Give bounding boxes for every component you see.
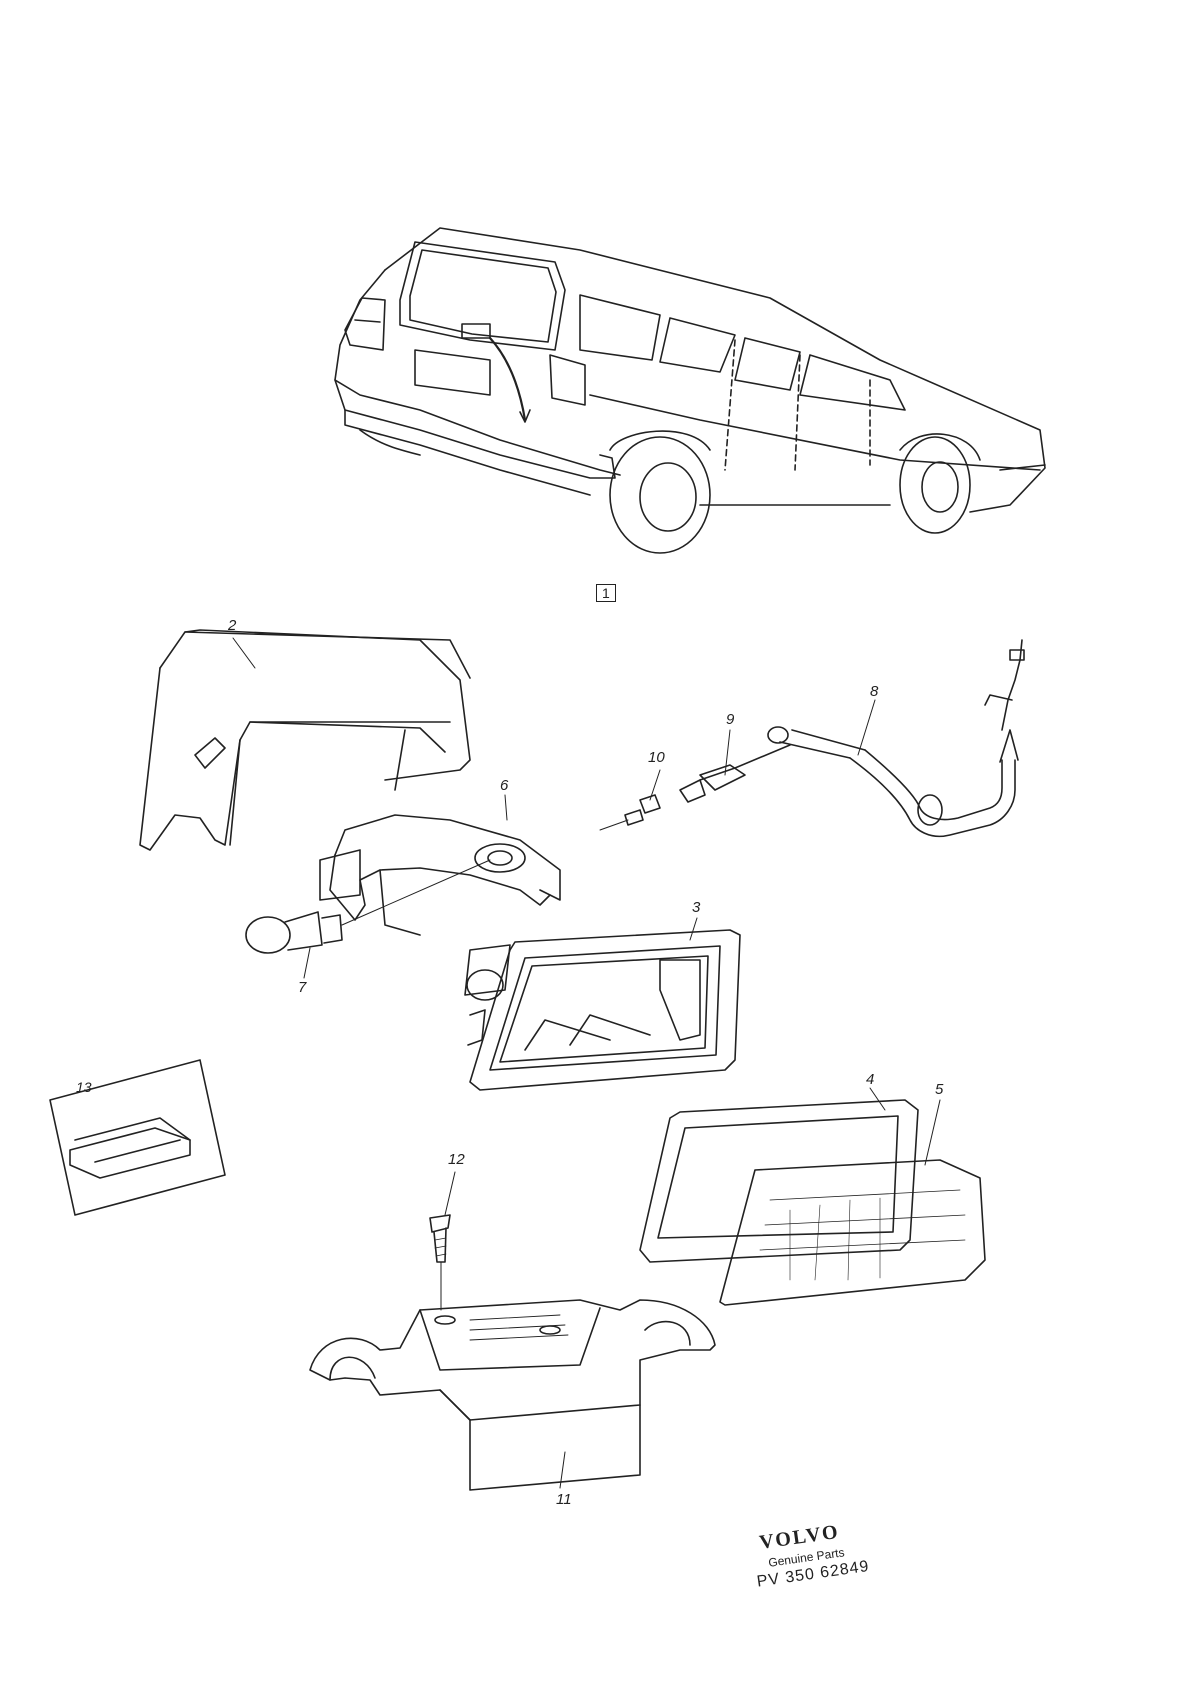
- callout-1: 1: [596, 584, 616, 602]
- leader-lines: [232, 637, 941, 1489]
- part-6-bulb-holder: [319, 814, 561, 936]
- callout-6: 6: [500, 777, 509, 794]
- station-wagon-illustration: [334, 227, 1046, 554]
- part-10-socket: [599, 794, 661, 831]
- callout-11: 11: [556, 1491, 572, 1508]
- callout-8: 8: [870, 683, 879, 700]
- part-3-lamp-housing: [464, 929, 741, 1091]
- part-8-wiring-harness: [699, 639, 1025, 838]
- part-5-lens: [719, 1159, 986, 1306]
- part-11-base: [309, 1299, 716, 1491]
- part-12-screw: [429, 1214, 451, 1311]
- callout-5: 5: [935, 1081, 944, 1098]
- callout-7: 7: [298, 979, 307, 996]
- part-2-upper-cover: [139, 629, 471, 851]
- part-13-seal-inset: [49, 1059, 226, 1216]
- callout-13: 13: [76, 1079, 92, 1095]
- part-7-bulb: [245, 859, 491, 954]
- callout-10: 10: [648, 749, 665, 766]
- callout-2: 2: [228, 617, 237, 634]
- callout-9: 9: [726, 711, 735, 728]
- callout-12: 12: [448, 1151, 465, 1168]
- callout-3: 3: [692, 899, 701, 916]
- callout-4: 4: [866, 1071, 875, 1088]
- part-4-gasket: [639, 1099, 919, 1263]
- part-9-connector: [679, 764, 746, 803]
